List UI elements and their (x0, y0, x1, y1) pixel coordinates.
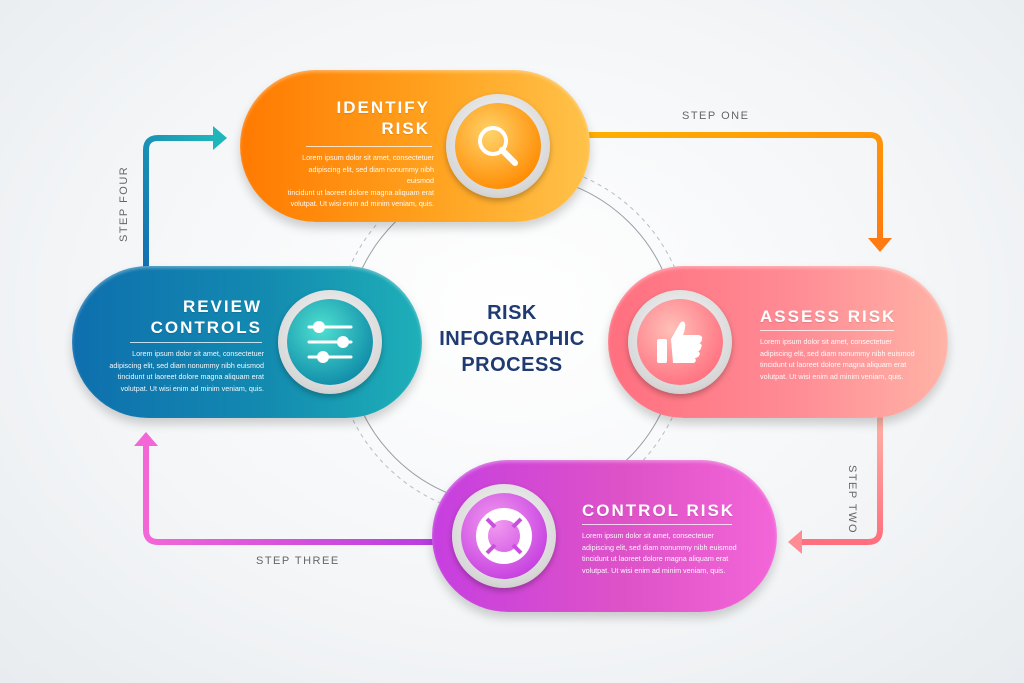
identify-risk-title: IDENTIFY RISK (337, 97, 430, 139)
assess-risk-card: ASSESS RISK Lorem ipsum dolor sit amet, … (608, 266, 948, 418)
review-controls-card: REVIEW CONTROLS Lorem ipsum dolor sit am… (72, 266, 422, 418)
assess-badge (628, 290, 732, 394)
sliders-icon (287, 299, 373, 385)
identify-body: Lorem ipsum dolor sit amet, consectetuer… (280, 152, 434, 210)
assess-risk-title: ASSESS RISK (760, 306, 896, 327)
title-line-3: PROCESS (461, 354, 563, 376)
control-divider (582, 524, 732, 525)
review-body-line: adipiscing elit, sed diam nonummy nibh e… (109, 360, 264, 370)
control-title-line-1: CONTROL RISK (582, 501, 736, 520)
arrow-step-two (788, 415, 883, 554)
assess-body: Lorem ipsum dolor sit amet, consectetuer… (760, 336, 930, 382)
identify-body-line: Lorem ipsum dolor sit amet, consectetuer (302, 153, 434, 162)
title-line-2: INFOGRAPHIC (439, 328, 585, 350)
title-line-1: RISK (487, 302, 537, 324)
step-two-label: STEP TWO (846, 465, 858, 535)
review-badge (278, 290, 382, 394)
review-body: Lorem ipsum dolor sit amet, consectetuer… (100, 348, 264, 394)
thumbs-up-icon (637, 299, 723, 385)
identify-title-line-2: RISK (381, 119, 430, 138)
arrow-step-three (134, 432, 440, 545)
identify-badge-inner (455, 103, 541, 189)
control-body-line: Lorem ipsum dolor sit amet, consectetuer (582, 531, 714, 540)
review-divider (130, 342, 262, 343)
review-badge-inner (287, 299, 373, 385)
identify-body-line: volutpat. Ut wisi enim ad minim veniam, … (290, 199, 434, 208)
assess-divider (760, 330, 894, 331)
step-one-label: STEP ONE (682, 110, 750, 122)
review-title-line-1: REVIEW (182, 297, 262, 316)
review-title-line-2: CONTROLS (150, 318, 262, 337)
review-controls-title: REVIEW CONTROLS (151, 296, 262, 338)
lifebuoy-icon (461, 493, 547, 579)
identify-badge (446, 94, 550, 198)
review-body-line: Lorem ipsum dolor sit amet, consectetuer (132, 349, 264, 358)
control-body: Lorem ipsum dolor sit amet, consectetuer… (582, 530, 752, 576)
assess-body-line: Lorem ipsum dolor sit amet, consectetuer (760, 337, 892, 346)
step-three-label: STEP THREE (256, 555, 340, 567)
identify-divider (306, 146, 432, 147)
arrow-step-four (143, 126, 227, 270)
assess-body-line: volutpat. Ut wisi enim ad minim veniam, … (760, 371, 904, 381)
assess-badge-inner (637, 299, 723, 385)
identify-risk-card: IDENTIFY RISK Lorem ipsum dolor sit amet… (240, 70, 590, 222)
magnifier-icon (455, 103, 541, 189)
identify-body-line: adipiscing elit, sed diam nonummy nibh e… (308, 164, 434, 186)
assess-body-line: adipiscing elit, sed diam nonummy nibh e… (760, 348, 915, 358)
control-risk-card: CONTROL RISK Lorem ipsum dolor sit amet,… (432, 460, 777, 612)
arrow-step-one (575, 132, 892, 252)
control-body-line: volutpat. Ut wisi enim ad minim veniam, … (582, 565, 726, 575)
assess-body-line: tincidunt ut laoreet dolore magna aliqua… (760, 360, 907, 369)
control-body-line: tincidunt ut laoreet dolore magna aliqua… (582, 554, 729, 563)
control-risk-title: CONTROL RISK (582, 500, 735, 521)
step-four-label: STEP FOUR (118, 165, 130, 242)
infographic-title: RISK INFOGRAPHIC PROCESS (420, 300, 604, 378)
review-body-line: tincidunt ut laoreet dolore magna aliqua… (117, 372, 264, 381)
control-body-line: adipiscing elit, sed diam nonummy nibh e… (582, 542, 737, 552)
identify-title-line-1: IDENTIFY (336, 98, 430, 117)
control-badge-inner (461, 493, 547, 579)
assess-title-line-1: ASSESS RISK (760, 307, 897, 326)
control-badge (452, 484, 556, 588)
review-body-line: volutpat. Ut wisi enim ad minim veniam, … (120, 383, 264, 393)
identify-body-line: tincidunt ut laoreet dolore magna aliqua… (287, 187, 434, 197)
